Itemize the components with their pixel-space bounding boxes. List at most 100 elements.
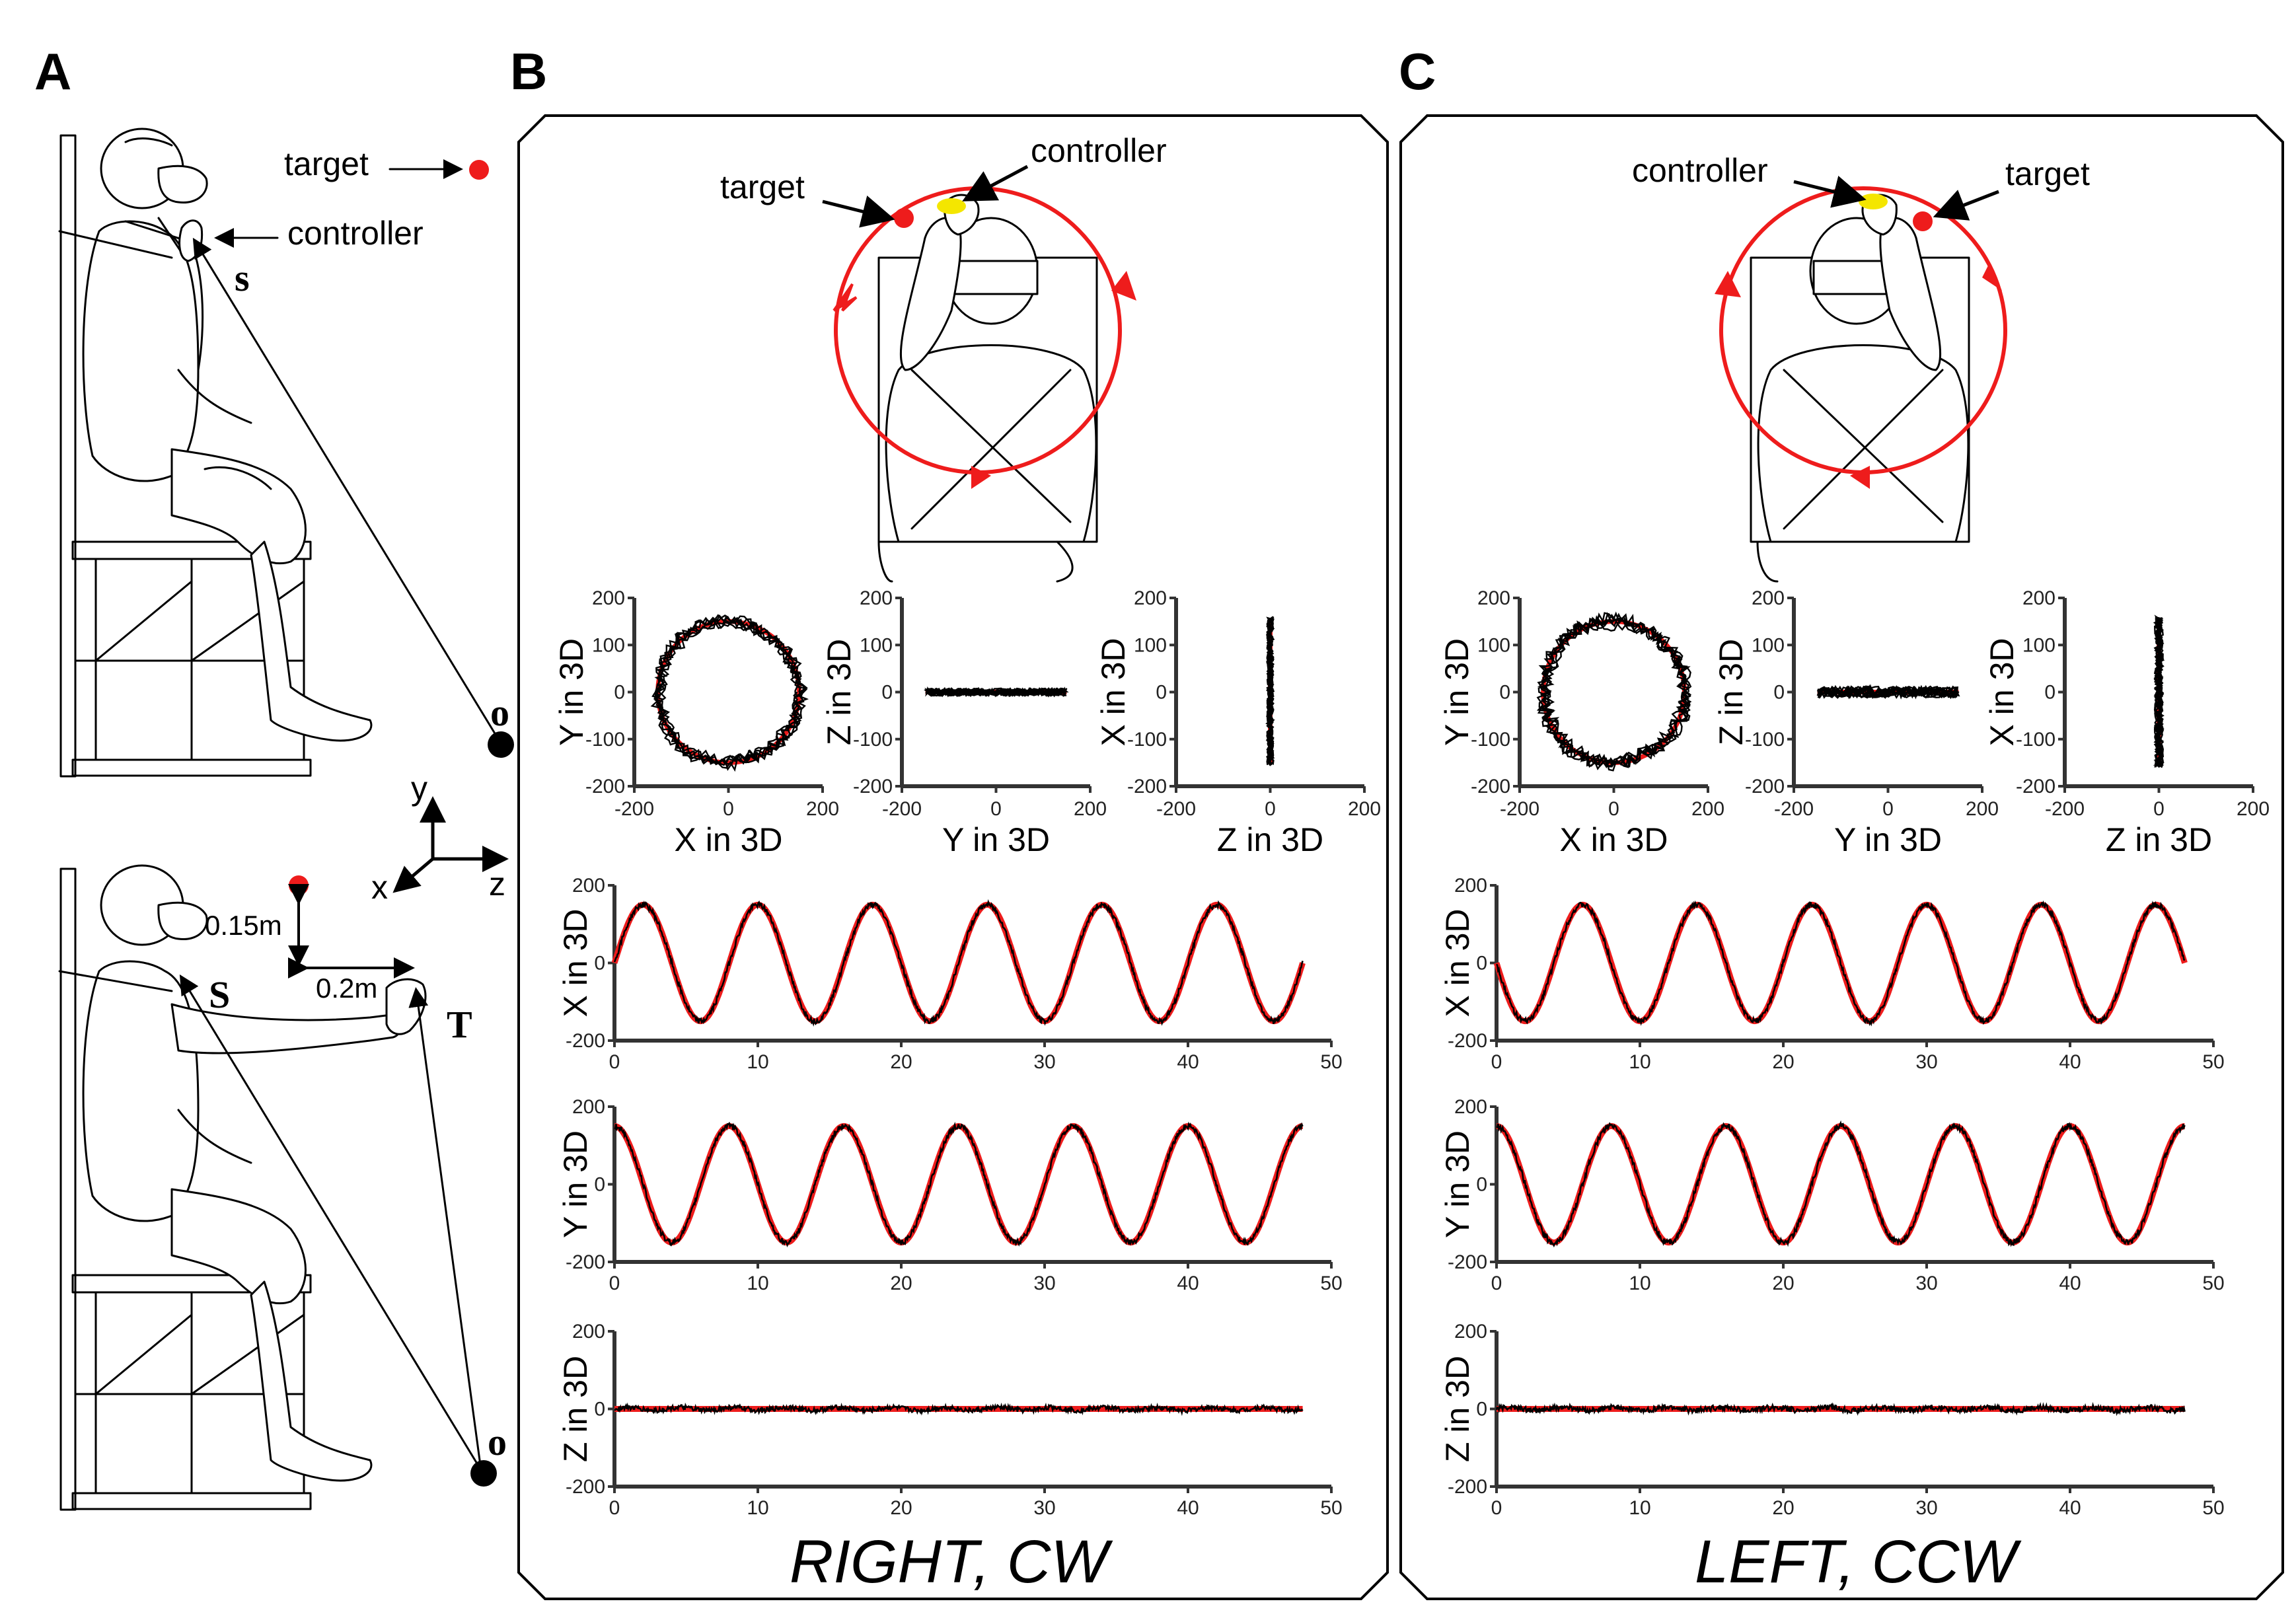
x-tick-label: 200 bbox=[1074, 798, 1107, 820]
y-tick-label: 0 bbox=[594, 1399, 605, 1420]
panel-c-controller-arrow bbox=[1793, 176, 1867, 208]
x-tick-label: 20 bbox=[1772, 1051, 1794, 1073]
y-tick-label: 200 bbox=[1477, 587, 1510, 609]
x-tick-label: 10 bbox=[1629, 1051, 1650, 1073]
coordinate-triad bbox=[392, 796, 509, 893]
x-axis-label: X in 3D bbox=[675, 821, 783, 858]
panel-c-condition-label: LEFT, CCW bbox=[1695, 1528, 2022, 1596]
y-tick-label: 200 bbox=[1454, 1321, 1487, 1343]
origin-label-bottom: o bbox=[488, 1420, 507, 1463]
x-tick-label: 0 bbox=[1491, 1272, 1502, 1294]
panel-b-controller-glow bbox=[937, 198, 966, 214]
series-1-trace bbox=[613, 899, 1304, 1027]
label-t-upper: T bbox=[447, 1003, 472, 1046]
y-tick-label: 200 bbox=[572, 1096, 605, 1118]
x-tick-label: -200 bbox=[1774, 798, 1814, 820]
x-axis-label: X in 3D bbox=[1560, 821, 1668, 858]
x-tick-label: 200 bbox=[806, 798, 839, 820]
y-tick-label: -200 bbox=[1745, 776, 1785, 797]
y-tick-label: 0 bbox=[881, 682, 893, 704]
axis-label-x: x bbox=[371, 869, 388, 906]
x-tick-label: 20 bbox=[890, 1272, 912, 1294]
series-1-trace bbox=[1816, 684, 1960, 700]
x-tick-label: 0 bbox=[1491, 1497, 1502, 1519]
x-tick-label: 40 bbox=[1177, 1051, 1199, 1073]
x-axis-label: Y in 3D bbox=[1834, 821, 1942, 858]
x-tick-label: 0 bbox=[1265, 798, 1276, 820]
x-tick-label: 0 bbox=[1491, 1051, 1502, 1073]
x-tick-label: 10 bbox=[747, 1497, 768, 1519]
y-tick-label: -200 bbox=[1448, 1476, 1487, 1498]
y-axis-label: X in 3D bbox=[1095, 638, 1132, 747]
x-tick-label: -200 bbox=[882, 798, 922, 820]
y-tick-label: -100 bbox=[2016, 729, 2055, 751]
x-tick-label: 200 bbox=[2237, 798, 2270, 820]
y-tick-label: 100 bbox=[2022, 634, 2055, 656]
y-tick-label: -200 bbox=[566, 1476, 605, 1498]
panel-c-target-arrow bbox=[1933, 190, 1999, 221]
panel-b-controller-arrow bbox=[962, 165, 1029, 202]
y-tick-label: 100 bbox=[1477, 634, 1510, 656]
x-tick-label: 30 bbox=[1915, 1497, 1937, 1519]
y-tick-label: -200 bbox=[1471, 776, 1510, 797]
x-tick-label: 0 bbox=[1608, 798, 1619, 820]
panel-c-illustration bbox=[1750, 194, 1970, 583]
y-tick-label: -200 bbox=[1448, 1030, 1487, 1052]
y-tick-label: -100 bbox=[1471, 729, 1510, 751]
y-tick-label: -100 bbox=[853, 729, 893, 751]
panel-letter-c: C bbox=[1399, 42, 1436, 100]
y-axis-label: X in 3D bbox=[1439, 909, 1476, 1017]
target-label-a: target bbox=[284, 145, 369, 182]
series-1-trace bbox=[1495, 900, 2186, 1027]
axis-label-z: z bbox=[489, 866, 505, 903]
x-tick-label: 10 bbox=[747, 1272, 768, 1294]
y-tick-label: 200 bbox=[592, 587, 625, 609]
series-1-trace bbox=[650, 614, 809, 772]
x-tick-label: 200 bbox=[1966, 798, 1999, 820]
y-tick-label: 200 bbox=[572, 1321, 605, 1343]
panel-b-illustration bbox=[877, 194, 1098, 583]
origin-dot-bottom bbox=[470, 1460, 497, 1487]
x-tick-label: 20 bbox=[890, 1051, 912, 1073]
x-tick-label: 0 bbox=[1882, 798, 1894, 820]
y-axis-label: Z in 3D bbox=[1713, 639, 1750, 745]
label-s-lower: s bbox=[235, 256, 250, 299]
y-tick-label: 100 bbox=[1134, 634, 1167, 656]
x-tick-label: 50 bbox=[1320, 1051, 1342, 1073]
x-tick-label: 0 bbox=[2153, 798, 2165, 820]
x-axis-label: Z in 3D bbox=[1217, 821, 1323, 858]
x-tick-label: 0 bbox=[723, 798, 734, 820]
y-tick-label: 0 bbox=[1476, 953, 1487, 975]
panel-c-controller-glow bbox=[1859, 194, 1888, 209]
y-tick-label: 0 bbox=[594, 1174, 605, 1196]
y-tick-label: 0 bbox=[1499, 682, 1510, 704]
series-1-trace bbox=[614, 1402, 1304, 1417]
y-tick-label: 0 bbox=[1156, 682, 1167, 704]
panel-c-controller-label: controller bbox=[1632, 152, 1768, 189]
x-tick-label: 30 bbox=[1033, 1497, 1055, 1519]
y-axis-label: X in 3D bbox=[557, 909, 594, 1017]
series-1-trace bbox=[2153, 614, 2165, 768]
vector-t-bottom bbox=[408, 987, 482, 1471]
y-tick-label: 0 bbox=[614, 682, 625, 704]
vector-s-bottom bbox=[179, 974, 482, 1471]
panel-c-frame bbox=[1399, 114, 2284, 1600]
panel-c-target-dot bbox=[1913, 211, 1933, 231]
x-tick-label: 30 bbox=[1915, 1272, 1937, 1294]
series-0-line bbox=[1496, 1123, 2185, 1246]
x-tick-label: -200 bbox=[1500, 798, 1539, 820]
y-axis-label: Y in 3D bbox=[1439, 1130, 1476, 1238]
panel-b-frame bbox=[517, 114, 1389, 1600]
x-axis-label: Z in 3D bbox=[2106, 821, 2212, 858]
axis-label-y: y bbox=[411, 770, 427, 807]
y-tick-label: -200 bbox=[2016, 776, 2055, 797]
panel-b-condition-label: RIGHT, CW bbox=[790, 1528, 1113, 1596]
x-tick-label: 20 bbox=[1772, 1497, 1794, 1519]
dist-horizontal-label: 0.2m bbox=[316, 973, 377, 1004]
y-tick-label: 200 bbox=[572, 875, 605, 897]
